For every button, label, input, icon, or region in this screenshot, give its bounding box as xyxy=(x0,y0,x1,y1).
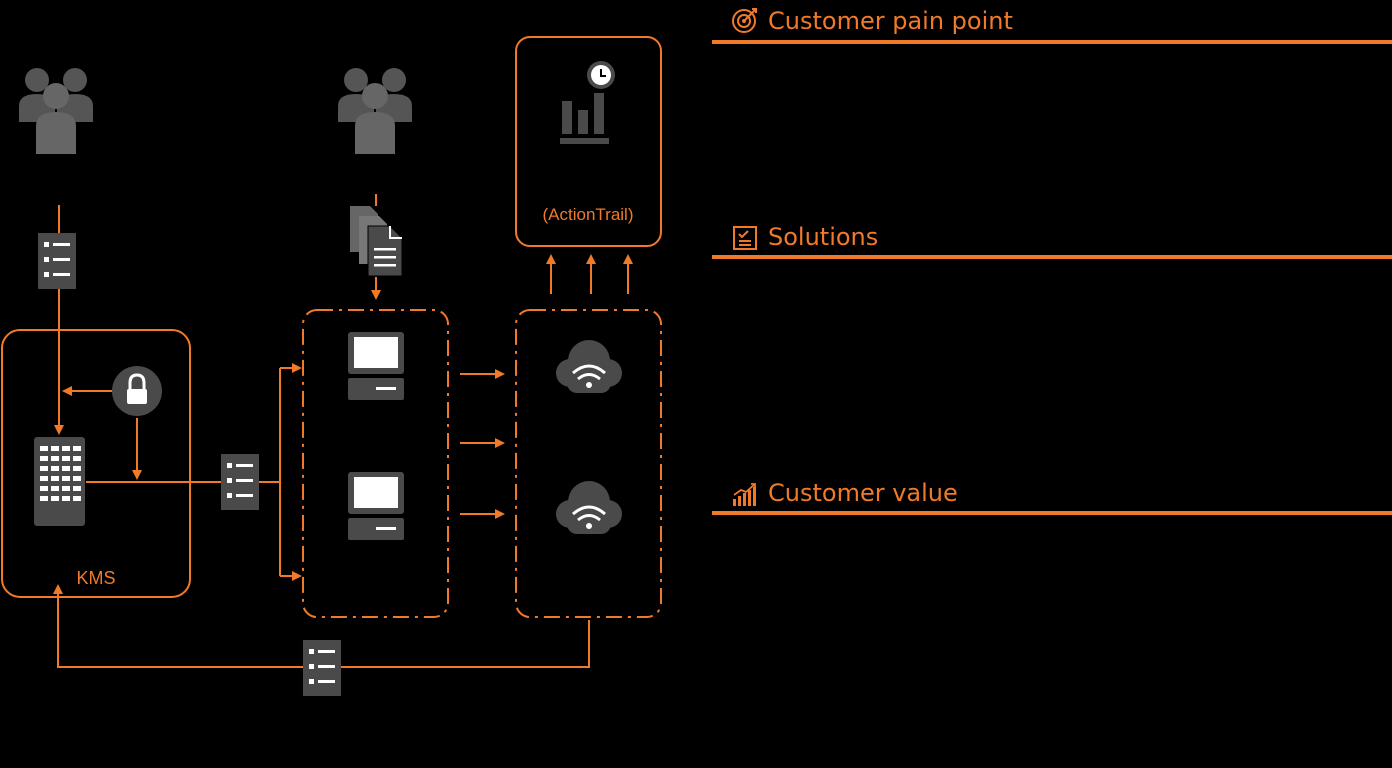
section-title-customer-value: Customer value xyxy=(768,479,958,507)
computer-icon xyxy=(348,332,404,400)
architecture-diagram: KMS xyxy=(1,36,662,696)
list-document-icon xyxy=(38,233,76,289)
cloud-group xyxy=(515,309,662,618)
actiontrail-container xyxy=(515,36,662,247)
growth-chart-icon xyxy=(733,483,756,506)
computer-icon xyxy=(348,472,404,540)
kms-label: KMS xyxy=(76,568,115,588)
audit-chart-icon xyxy=(560,61,615,144)
kms-container xyxy=(1,329,191,598)
cloud-wifi-icon xyxy=(556,481,622,534)
section-divider xyxy=(712,255,1392,259)
section-title-solutions: Solutions xyxy=(768,223,879,251)
section-divider xyxy=(712,40,1392,44)
user-group-icon xyxy=(338,68,412,154)
target-icon xyxy=(732,8,757,33)
building-icon xyxy=(34,437,85,526)
files-icon xyxy=(350,206,403,277)
list-document-icon xyxy=(221,454,259,510)
user-group-icon xyxy=(19,68,93,154)
cloud-wifi-icon xyxy=(556,340,622,393)
list-document-icon xyxy=(303,640,341,696)
lock-icon xyxy=(112,366,162,416)
section-title-pain-point: Customer pain point xyxy=(768,7,1013,35)
checklist-icon xyxy=(733,226,757,250)
compute-group xyxy=(302,309,449,618)
actiontrail-label: (ActionTrail) xyxy=(543,205,634,224)
section-divider xyxy=(712,511,1392,515)
